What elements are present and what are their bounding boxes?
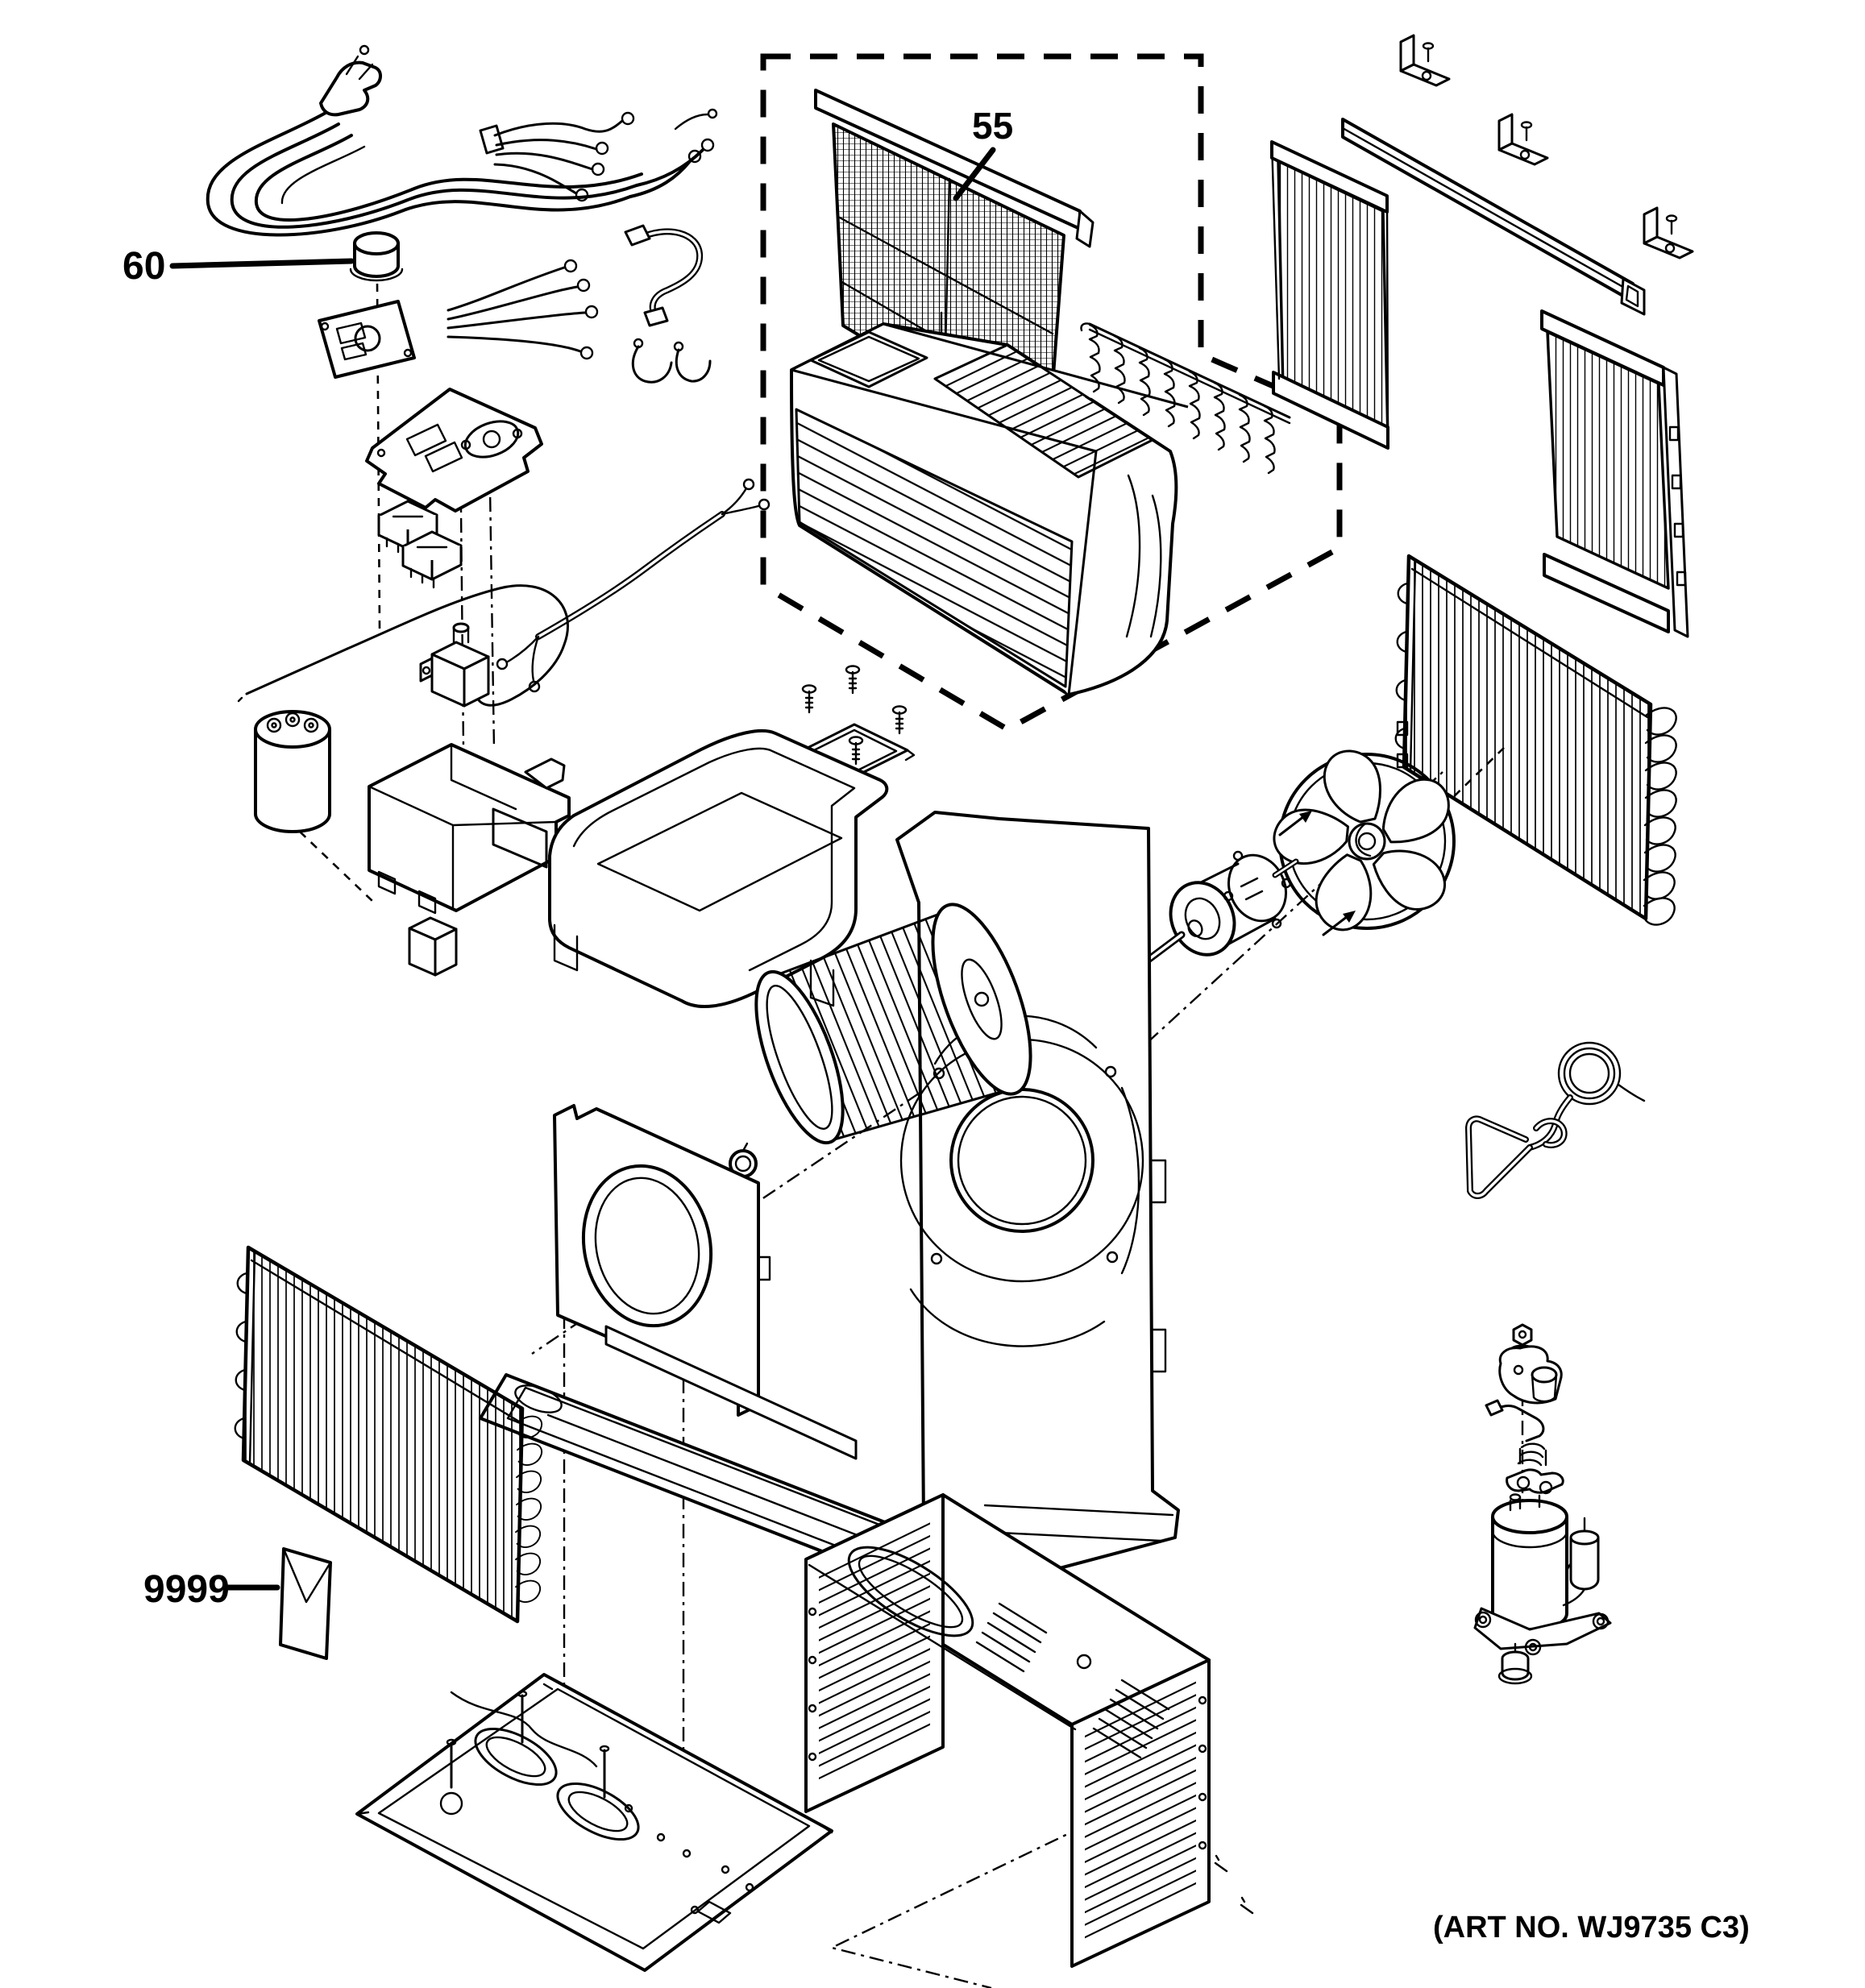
alignment-line	[829, 1795, 1145, 1988]
literature-envelope	[279, 1547, 332, 1660]
front-louvers	[795, 408, 1074, 688]
wire-harness-upper	[479, 111, 635, 202]
jumper-wire	[624, 224, 704, 327]
terminal-clips	[631, 338, 712, 384]
spine-fin-strip	[1080, 322, 1291, 475]
callout-55-label: 55	[972, 105, 1013, 147]
frame-screw-2	[845, 665, 861, 695]
mounting-bracket-3	[1643, 206, 1694, 259]
run-capacitor	[254, 710, 331, 833]
sensor-harness	[496, 478, 771, 693]
window-side-curtain-right	[1540, 309, 1689, 638]
window-side-curtain-left	[1270, 140, 1389, 450]
switch-mount-plate	[318, 300, 416, 379]
refrigerant-tube-coil	[1465, 1041, 1646, 1199]
dashed-enclosure	[760, 53, 1343, 733]
cabinet-wrapper	[804, 1493, 1254, 1968]
power-cord-assembly	[206, 44, 718, 237]
bulkhead-partition	[553, 1104, 858, 1460]
alignment-line	[488, 488, 496, 750]
callout-60-label: 60	[123, 245, 165, 288]
condenser-coil	[1394, 554, 1677, 926]
button-cap-60	[349, 231, 404, 282]
base-pan	[355, 1673, 833, 1972]
callout-9999-label: 9999	[143, 1568, 230, 1611]
window-top-rail	[1341, 118, 1646, 316]
alignment-line	[299, 831, 373, 902]
frame-screw-4	[891, 705, 908, 735]
evaporator-coil	[234, 1245, 543, 1624]
control-box-cover-block	[408, 916, 458, 977]
fan-motor	[1087, 811, 1356, 1006]
callout-60-leader	[169, 258, 355, 269]
frame-screw-1	[801, 684, 817, 714]
callout-55-leader	[953, 147, 996, 201]
control-panel-bracket	[365, 388, 543, 513]
thermostat	[237, 584, 569, 708]
discharge-slats	[933, 343, 1154, 479]
art-number: (ART NO. WJ9735 C3)	[1433, 1911, 1750, 1944]
control-box	[368, 743, 571, 915]
control-recess	[809, 330, 928, 388]
mounting-bracket-1	[1399, 34, 1451, 87]
wire-harness-lower	[447, 259, 599, 360]
rocker-switch-2	[401, 530, 463, 589]
top-vent-slots	[975, 1602, 1170, 1759]
mounting-bracket-2	[1497, 113, 1549, 166]
compressor-assembly	[1473, 1323, 1612, 1685]
blower-wheel	[754, 903, 1032, 1145]
front-panel	[790, 322, 1189, 696]
condenser-fan-blade	[1266, 749, 1459, 941]
